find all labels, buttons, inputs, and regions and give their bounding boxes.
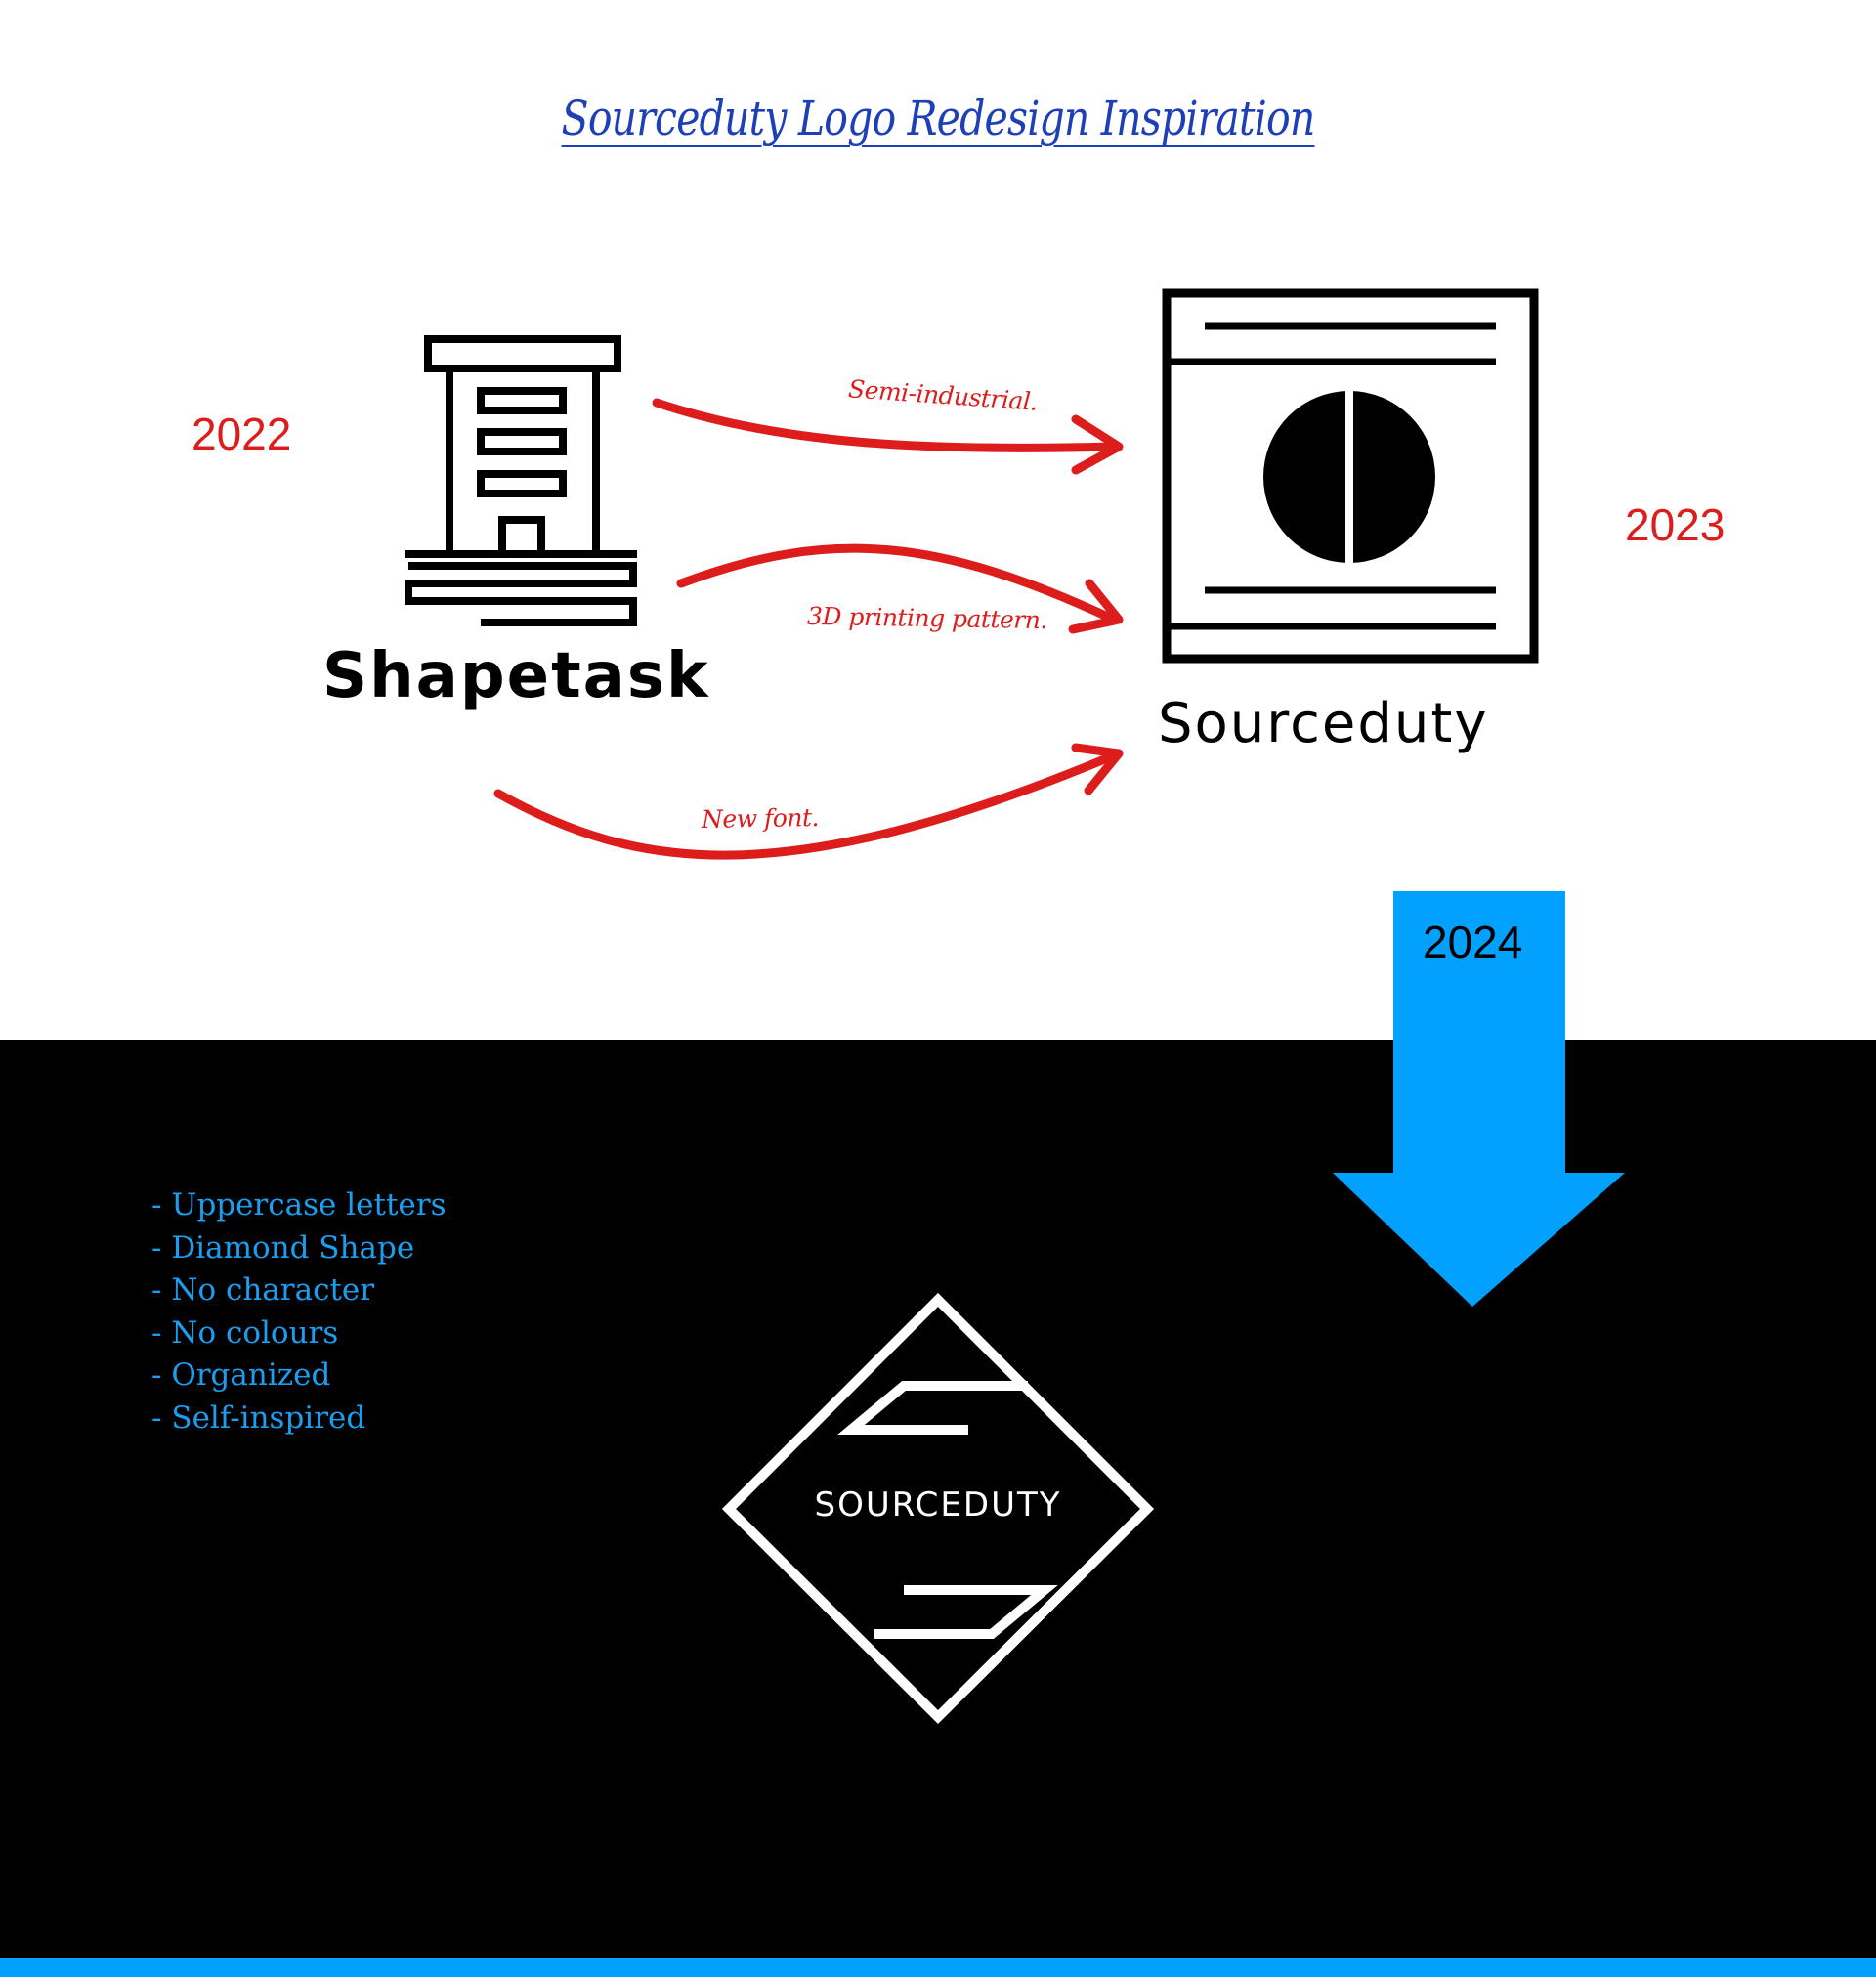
list-item: - Self-inspired <box>151 1399 366 1436</box>
list-item: - Organized <box>151 1357 331 1393</box>
year-2022-label: 2022 <box>192 408 292 459</box>
feature-list: - Uppercase letters - Diamond Shape - No… <box>151 1184 447 1440</box>
page-title: Sourceduty Logo Redesign Inspiration <box>561 90 1316 147</box>
bottom-accent-bar <box>0 1958 1876 1977</box>
mid-logo-wordmark: Sourceduty <box>1158 692 1489 755</box>
list-item: - No colours <box>151 1314 339 1351</box>
note-new-font: New font. <box>701 802 820 835</box>
note-printing-pattern: 3D printing pattern. <box>806 601 1048 635</box>
year-2024-label: 2024 <box>1423 917 1523 967</box>
list-item: - Uppercase letters <box>151 1187 447 1223</box>
new-logo-wordmark: SOURCEDUTY <box>814 1485 1062 1525</box>
note-semi-industrial: Semi-industrial. <box>847 374 1039 416</box>
list-item: - Diamond Shape <box>151 1229 415 1266</box>
old-logo-wordmark: Shapetask <box>322 640 710 712</box>
arrow-semi-industrial <box>652 398 1119 452</box>
list-item: - No character <box>151 1272 375 1308</box>
year-2023-label: 2023 <box>1625 499 1726 550</box>
